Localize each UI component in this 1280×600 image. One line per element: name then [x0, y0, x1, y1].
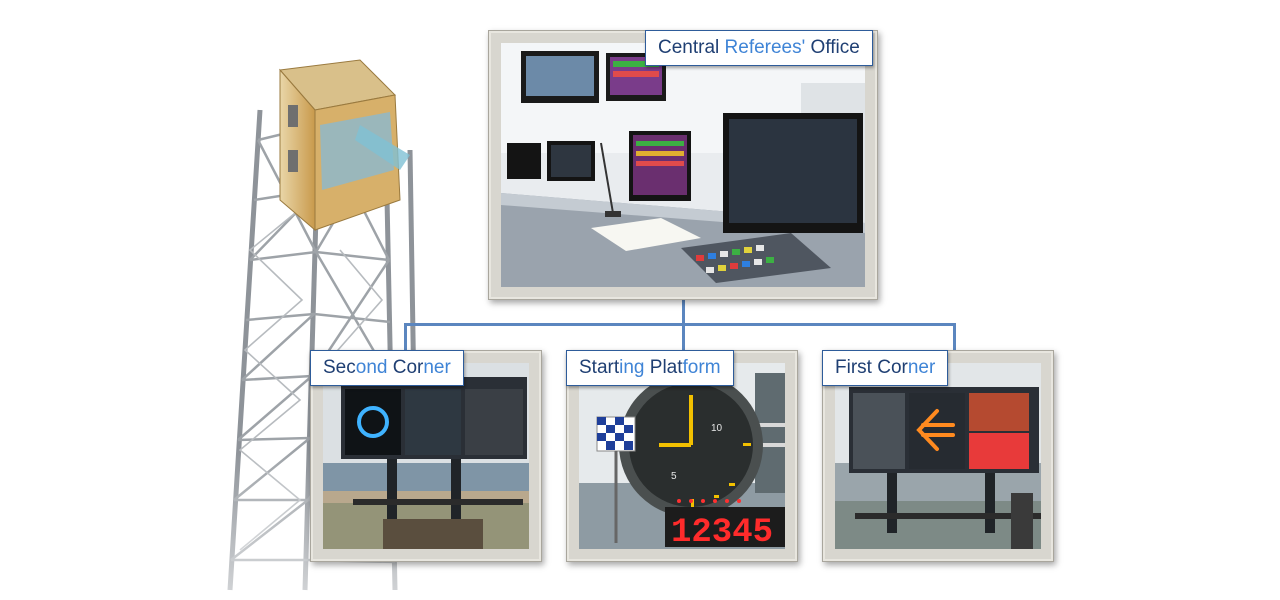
label-part: Plat	[649, 357, 683, 378]
label-part: Cor	[392, 357, 424, 378]
label-part: ond	[355, 357, 393, 378]
connector-stem	[682, 298, 685, 326]
label-second-corner: Second Corner	[310, 350, 464, 386]
label-part: First	[835, 357, 878, 378]
label-part: ing	[619, 357, 650, 378]
label-part: ner	[907, 357, 936, 378]
label-part: ner	[423, 357, 451, 378]
label-part: Office	[805, 37, 860, 58]
label-part: Sec	[323, 357, 356, 378]
label-part: Referees'	[724, 37, 806, 58]
label-part: Central	[658, 37, 725, 58]
node-second-corner	[310, 350, 542, 562]
node-central-referees-office	[488, 30, 878, 300]
label-starting-platform: Starting Platform	[566, 350, 734, 386]
label-first-corner: First Corner	[822, 350, 949, 386]
node-first-corner	[822, 350, 1054, 562]
referees-office-photo	[501, 43, 865, 287]
label-part: Cor	[877, 357, 908, 378]
connector-left-drop	[404, 323, 407, 351]
label-part: Start	[579, 357, 620, 378]
clock-number-5: 5	[671, 471, 677, 482]
connector-horizontal	[404, 323, 956, 326]
starting-platform-photo: 10 5 12345	[579, 363, 785, 549]
second-corner-photo	[323, 363, 529, 549]
label-central-referees-office: Central Referees' Office	[645, 30, 873, 66]
connector-middle-drop	[682, 323, 685, 351]
connector-right-drop	[953, 323, 956, 351]
first-corner-photo	[835, 363, 1041, 549]
label-part: form	[682, 357, 721, 378]
red-digit-display: 12345	[671, 514, 773, 549]
node-starting-platform: 10 5 12345	[566, 350, 798, 562]
clock-number-10: 10	[711, 423, 723, 434]
